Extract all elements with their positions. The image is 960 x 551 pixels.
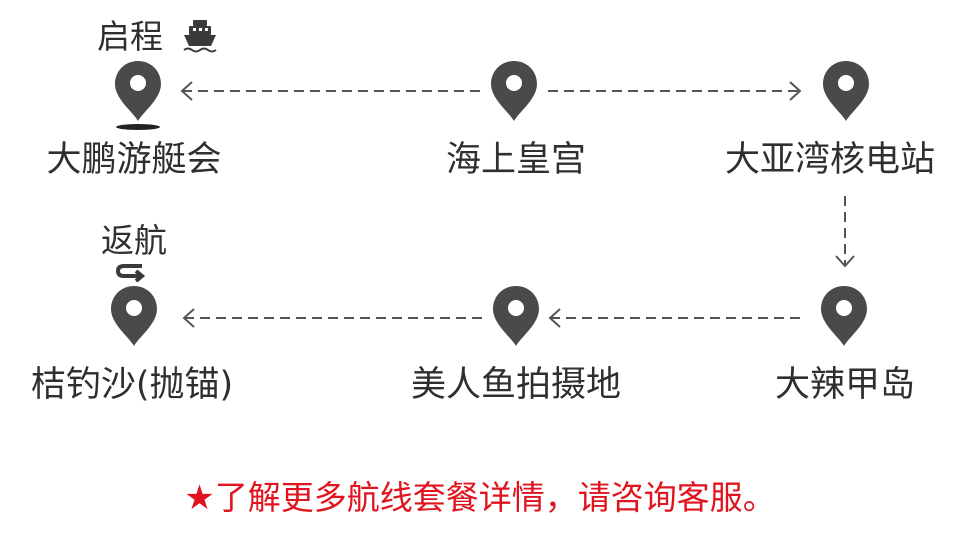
stop-label-daya: 大亚湾核电站 (724, 140, 936, 180)
arrow-left-icon (180, 81, 193, 101)
stop-label-haishang: 海上皇宫 (445, 140, 587, 180)
stop-label-jiediaosha: 桔钓沙(抛锚) (30, 365, 234, 405)
depart-label: 启程 (97, 17, 163, 56)
map-pin-icon (821, 286, 867, 346)
footer-note: ★了解更多航线套餐详情，请咨询客服。 (0, 478, 960, 518)
stop-label-meirenyu: 美人鱼拍摄地 (410, 365, 622, 405)
star-icon: ★ (184, 478, 215, 518)
map-pin-icon (115, 61, 161, 121)
return-label: 返航 (101, 221, 167, 260)
pin-shadow (116, 124, 160, 130)
arrow-right-icon (789, 81, 802, 101)
footer-note-text: 了解更多航线套餐详情，请咨询客服。 (214, 478, 776, 517)
map-pin-icon (111, 286, 157, 346)
map-pin-icon (491, 61, 537, 121)
ship-icon (183, 20, 217, 53)
arrow-left-icon (182, 308, 195, 328)
arrow-left-icon (548, 308, 561, 328)
stop-label-dala: 大辣甲岛 (774, 365, 916, 405)
map-pin-icon (493, 286, 539, 346)
arrow-down-icon (835, 255, 855, 268)
return-arrow-icon (115, 264, 146, 283)
stop-label-dapeng: 大鹏游艇会 (46, 140, 222, 180)
map-pin-icon (823, 61, 869, 121)
